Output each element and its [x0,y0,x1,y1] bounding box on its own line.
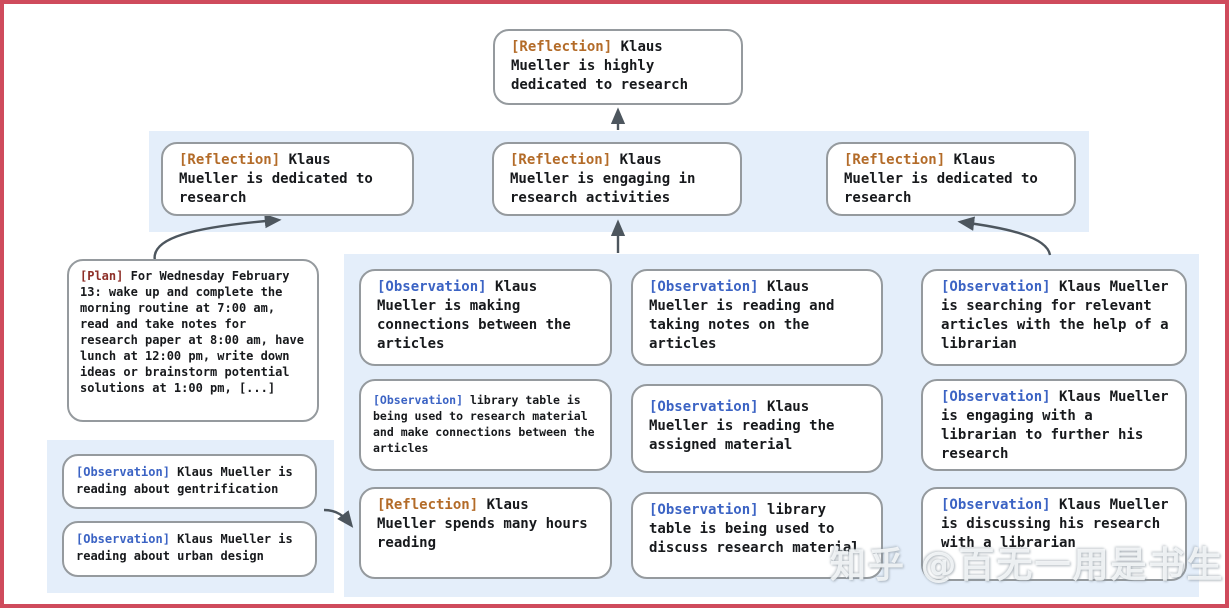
node-obs-gentrification: [Observation] Klaus Mueller is reading a… [62,454,317,509]
observation-tag: [Observation] [941,279,1051,295]
observation-tag: [Observation] [377,279,487,295]
node-text: Klaus Mueller is searching for relevant … [941,279,1169,352]
node-root-reflection: [Reflection] Klaus Mueller is highly ded… [493,29,743,105]
node-level2-right: [Reflection] Klaus Mueller is dedicated … [826,142,1076,216]
node-text: Klaus Mueller is reading and taking note… [649,279,835,352]
zhihu-watermark: 知乎 @百无一用是书生 [830,545,1225,586]
observation-tag: [Observation] [76,465,170,479]
node-text: Klaus Mueller spends many hours reading [377,497,588,551]
observation-tag: [Observation] [649,279,759,295]
node-text: Klaus Mueller is reading the assigned ma… [649,399,835,453]
node-text: Klaus Mueller is dedicated to research [179,152,373,206]
node-obs-taking-notes: [Observation] Klaus Mueller is reading a… [631,269,883,366]
node-obs-assigned-material: [Observation] Klaus Mueller is reading t… [631,384,883,473]
node-obs-engaging-librarian: [Observation] Klaus Mueller is engaging … [921,379,1187,471]
node-text: For Wednesday February 13: wake up and c… [80,269,304,395]
node-text: Klaus Mueller is reading about gentrific… [76,465,293,496]
observation-tag: [Observation] [649,502,759,518]
node-obs-library-research: [Observation] library table is being use… [359,379,612,471]
observation-tag: [Observation] [941,389,1051,405]
node-obs-connections: [Observation] Klaus Mueller is making co… [359,269,612,366]
node-text: Klaus Mueller is making connections betw… [377,279,571,352]
node-plan: [Plan] For Wednesday February 13: wake u… [67,259,319,422]
node-level2-left: [Reflection] Klaus Mueller is dedicated … [161,142,414,216]
node-obs-urban-design: [Observation] Klaus Mueller is reading a… [62,521,317,577]
reflection-tag: [Reflection] [510,152,612,168]
node-text: Klaus Mueller is engaging in research ac… [510,152,696,206]
node-refl-hours-reading: [Reflection] Klaus Mueller spends many h… [359,487,612,579]
observation-tag: [Observation] [76,532,170,546]
node-text: Klaus Mueller is reading about urban des… [76,532,293,563]
plan-tag: [Plan] [80,269,124,283]
reflection-tag: [Reflection] [377,497,479,513]
node-level2-mid: [Reflection] Klaus Mueller is engaging i… [492,142,742,216]
node-text: Klaus Mueller is dedicated to research [844,152,1038,206]
node-obs-library-discuss: [Observation] library table is being use… [631,492,883,579]
node-obs-searching-articles: [Observation] Klaus Mueller is searching… [921,269,1187,366]
reflection-tag: [Reflection] [511,39,613,55]
node-text: Klaus Mueller is discussing his research… [941,497,1169,551]
node-text: library table is being used to discuss r… [649,502,860,556]
node-text: Klaus Mueller is engaging with a librari… [941,389,1169,462]
observation-tag: [Observation] [373,393,464,407]
reflection-tag: [Reflection] [844,152,946,168]
observation-tag: [Observation] [649,399,759,415]
node-text: library table is being used to research … [373,393,595,455]
reflection-tag: [Reflection] [179,152,281,168]
observation-tag: [Observation] [941,497,1051,513]
node-obs-discussing-librarian: [Observation] Klaus Mueller is discussin… [921,487,1187,581]
node-text: Klaus Mueller is highly dedicated to res… [511,39,689,93]
